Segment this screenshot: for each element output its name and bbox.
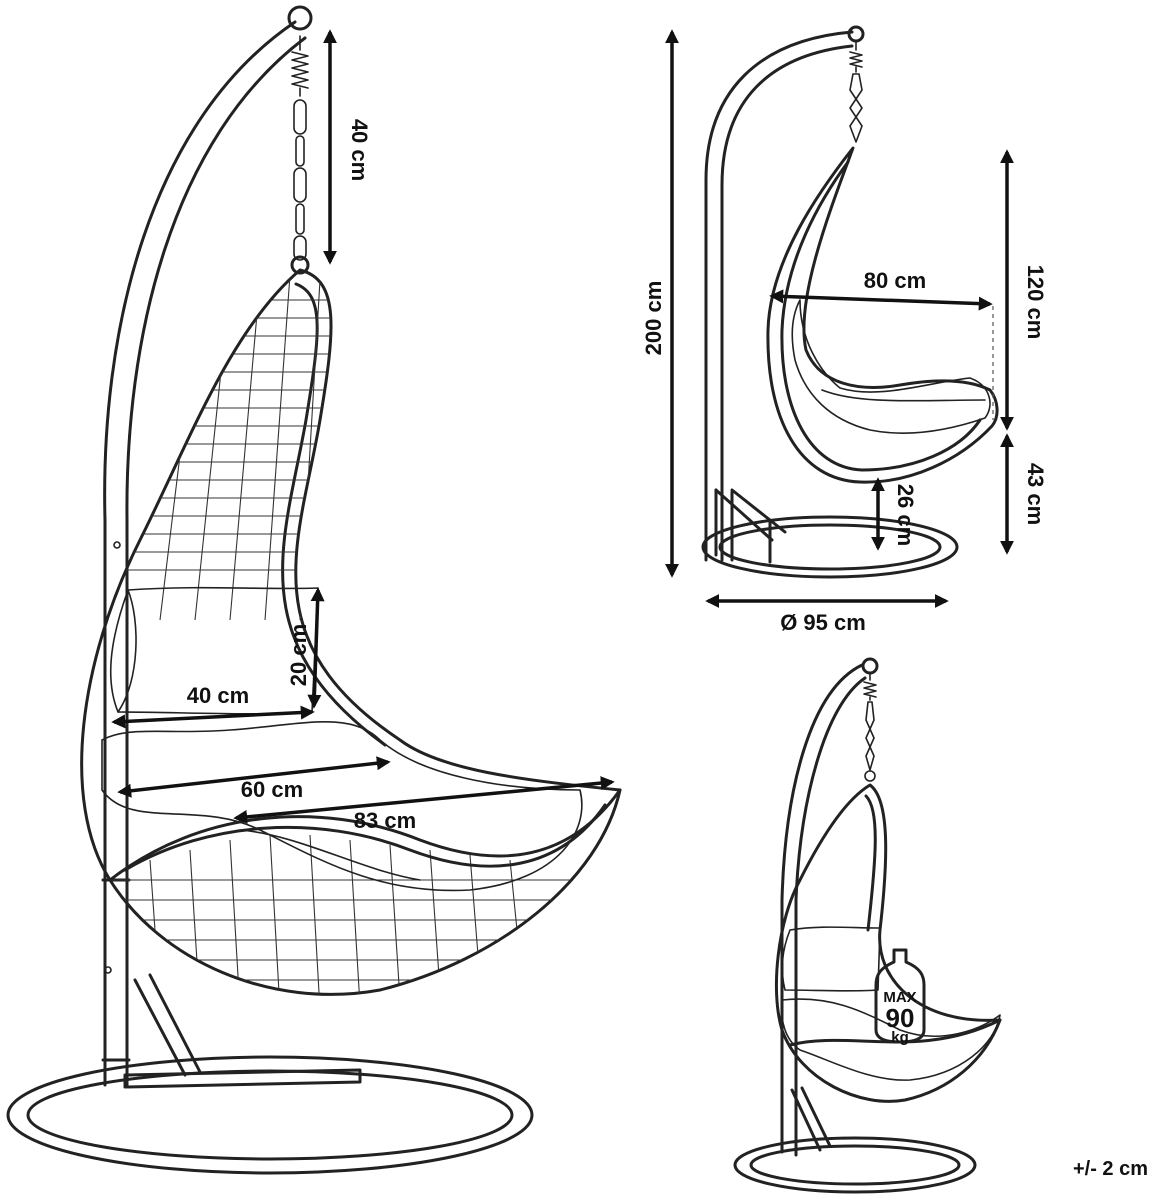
dim-seat-to-floor: 43 cm — [1023, 463, 1048, 525]
main-stand-pole — [103, 20, 297, 1087]
main-chair-view — [6, 5, 622, 1175]
dim-floor-clearance: 26 cm — [893, 484, 918, 546]
weight-value: 90 — [886, 1003, 915, 1033]
weight-bottle: MAX 90 kg — [874, 948, 926, 1046]
weight-max-label: MAX — [883, 989, 916, 1006]
side-chair-pod — [766, 146, 999, 484]
load-stand-pole — [780, 663, 864, 1047]
dim-base-diameter: Ø 95 cm — [780, 610, 866, 635]
dim-pillow-height: 20 cm — [286, 624, 311, 686]
side-dimensions: 200 cm 80 cm 120 cm 43 cm 26 cm Ø 95 cm — [641, 29, 1048, 635]
main-weave-texture — [81, 274, 620, 995]
weight-unit: kg — [891, 1029, 909, 1046]
side-chair-view — [701, 25, 999, 579]
side-stand-pole — [704, 30, 854, 562]
main-chain — [290, 99, 310, 275]
main-base-ring — [6, 1055, 534, 1175]
dim-chain-length: 40 cm — [347, 119, 372, 181]
dim-pillow-width: 40 cm — [187, 683, 249, 708]
side-base-ring — [701, 515, 959, 579]
load-chair-view: MAX 90 kg — [733, 657, 1002, 1194]
load-base-ring — [733, 1136, 977, 1194]
dim-seat-width: 83 cm — [354, 808, 416, 833]
main-dimensions: 40 cm 20 cm 40 cm 60 cm 83 cm — [111, 29, 615, 833]
main-wicker-pod — [80, 268, 622, 996]
dim-seat-height: 120 cm — [1023, 265, 1048, 340]
tolerance-note: +/- 2 cm — [1073, 1158, 1148, 1180]
dim-seat-depth: 60 cm — [241, 777, 303, 802]
dim-total-height: 200 cm — [641, 281, 666, 356]
dim-depth: 80 cm — [864, 268, 926, 293]
